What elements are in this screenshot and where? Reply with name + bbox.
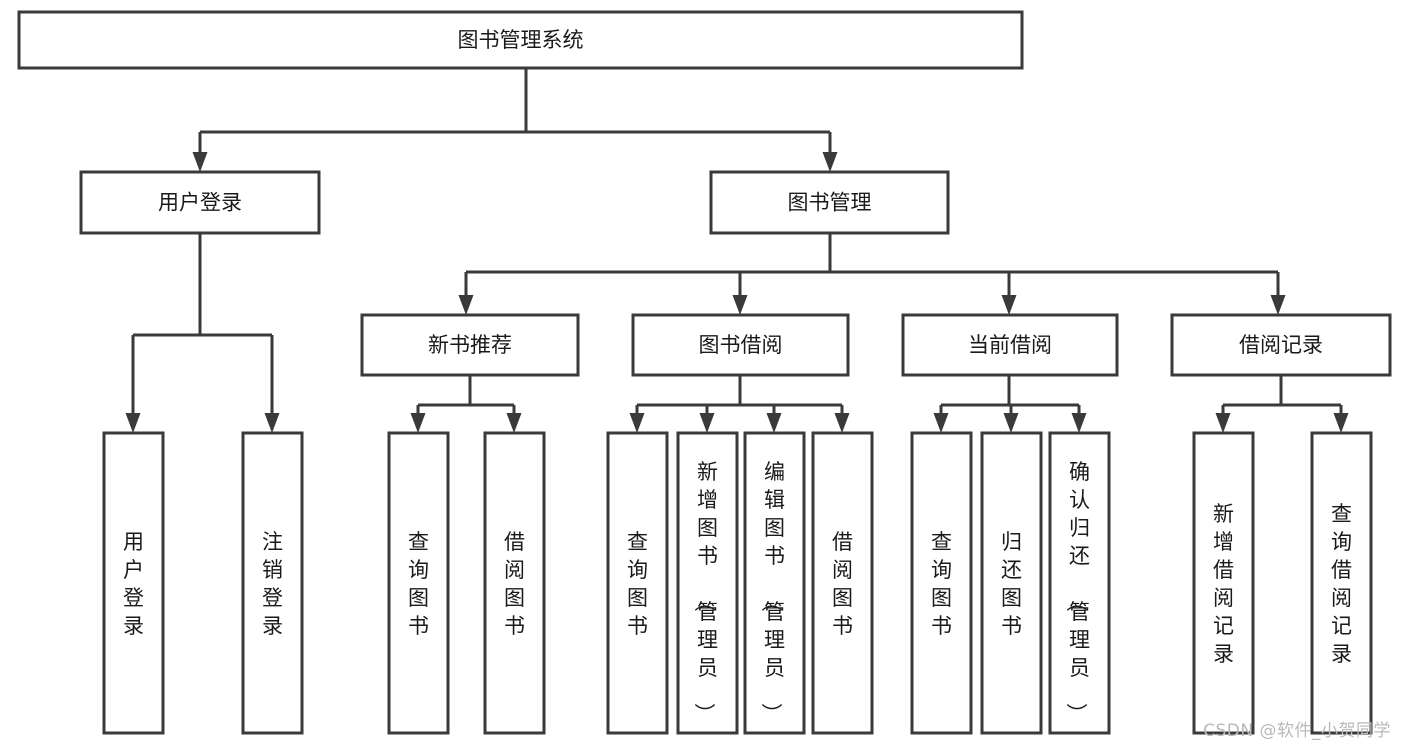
connector-group xyxy=(1215,375,1349,433)
node-box[interactable] xyxy=(676,431,739,735)
node-label: 新增图书（管理员） xyxy=(692,460,718,724)
connector-group xyxy=(192,68,838,172)
node-box[interactable] xyxy=(1192,431,1255,735)
node-leaf-query-book-rec[interactable]: 查询图书 xyxy=(387,431,450,735)
node-box[interactable] xyxy=(17,10,1024,70)
node-label: 图书借阅 xyxy=(699,333,783,357)
arrow-head-icon xyxy=(458,295,474,315)
node-label: 借阅图书 xyxy=(832,530,853,638)
node-box[interactable] xyxy=(241,431,304,735)
node-box[interactable] xyxy=(606,431,669,735)
node-leaf-query-record[interactable]: 查询借阅记录 xyxy=(1310,431,1373,735)
connector-group xyxy=(458,233,1286,315)
connector-group xyxy=(629,375,850,433)
node-label: 查询图书 xyxy=(408,530,429,638)
arrow-head-icon xyxy=(1001,295,1017,315)
node-label: 图书管理系统 xyxy=(458,28,584,52)
node-label: 注销登录 xyxy=(262,530,283,638)
node-box[interactable] xyxy=(811,431,874,735)
arrow-head-icon xyxy=(1071,413,1087,433)
arrow-head-icon xyxy=(506,413,522,433)
node-label: 编辑图书（管理员） xyxy=(759,460,785,724)
node-box[interactable] xyxy=(360,313,580,377)
node-leaf-return-book[interactable]: 归还图书 xyxy=(980,431,1043,735)
csdn-watermark: CSDN @软件_小贺同学 xyxy=(1203,721,1391,741)
node-box[interactable] xyxy=(1048,431,1111,735)
arrow-head-icon xyxy=(410,413,426,433)
arrow-head-icon xyxy=(1333,413,1349,433)
node-borrow-record[interactable]: 借阅记录 xyxy=(1170,313,1392,377)
node-box[interactable] xyxy=(1170,313,1392,377)
arrow-head-icon xyxy=(699,413,715,433)
node-book-borrow[interactable]: 图书借阅 xyxy=(631,313,850,377)
node-box[interactable] xyxy=(1310,431,1373,735)
connector-group xyxy=(125,233,280,433)
node-box[interactable] xyxy=(980,431,1043,735)
node-label: 用户登录 xyxy=(158,191,242,215)
node-leaf-borrow-book-rec[interactable]: 借阅图书 xyxy=(483,431,546,735)
node-new-book-rec[interactable]: 新书推荐 xyxy=(360,313,580,377)
node-box[interactable] xyxy=(79,170,321,235)
node-box[interactable] xyxy=(483,431,546,735)
arrow-head-icon xyxy=(1215,413,1231,433)
node-box[interactable] xyxy=(387,431,450,735)
node-label: 借阅图书 xyxy=(504,530,525,638)
node-box[interactable] xyxy=(631,313,850,377)
arrow-head-icon xyxy=(822,152,838,172)
connector-group xyxy=(410,375,522,433)
node-label: 确认归还（管理员） xyxy=(1064,460,1090,724)
node-leaf-user-login[interactable]: 用户登录 xyxy=(102,431,165,735)
arrow-head-icon xyxy=(732,295,748,315)
arrow-head-icon xyxy=(1270,295,1286,315)
nodes-layer: 图书管理系统用户登录图书管理新书推荐图书借阅当前借阅借阅记录用户登录注销登录查询… xyxy=(17,10,1392,735)
connector-group xyxy=(933,375,1087,433)
node-leaf-user-logout[interactable]: 注销登录 xyxy=(241,431,304,735)
node-label: 查询图书 xyxy=(627,530,648,638)
node-leaf-borrow-book[interactable]: 借阅图书 xyxy=(811,431,874,735)
node-label: 查询图书 xyxy=(931,530,952,638)
node-leaf-edit-book[interactable]: 编辑图书（管理员） xyxy=(743,431,806,735)
node-label: 用户登录 xyxy=(123,530,144,638)
node-box[interactable] xyxy=(901,313,1119,377)
node-box[interactable] xyxy=(102,431,165,735)
node-label: 新增借阅记录 xyxy=(1213,502,1234,666)
node-user-login[interactable]: 用户登录 xyxy=(79,170,321,235)
arrow-head-icon xyxy=(1003,413,1019,433)
arrow-head-icon xyxy=(629,413,645,433)
node-leaf-add-record[interactable]: 新增借阅记录 xyxy=(1192,431,1255,735)
node-leaf-query-book-cur[interactable]: 查询图书 xyxy=(910,431,973,735)
node-book-manage[interactable]: 图书管理 xyxy=(709,170,950,235)
connectors-layer xyxy=(125,68,1349,433)
arrow-head-icon xyxy=(125,413,141,433)
node-current-borrow[interactable]: 当前借阅 xyxy=(901,313,1119,377)
node-box[interactable] xyxy=(743,431,806,735)
arrow-head-icon xyxy=(933,413,949,433)
node-label: 借阅记录 xyxy=(1239,333,1323,357)
node-label: 归还图书 xyxy=(1001,530,1022,638)
node-box[interactable] xyxy=(910,431,973,735)
node-root[interactable]: 图书管理系统 xyxy=(17,10,1024,70)
node-label: 新书推荐 xyxy=(428,333,512,357)
node-leaf-add-book[interactable]: 新增图书（管理员） xyxy=(676,431,739,735)
node-label: 当前借阅 xyxy=(968,333,1052,357)
node-label: 图书管理 xyxy=(788,191,872,215)
arrow-head-icon xyxy=(264,413,280,433)
node-box[interactable] xyxy=(709,170,950,235)
node-leaf-query-book[interactable]: 查询图书 xyxy=(606,431,669,735)
node-leaf-confirm-return[interactable]: 确认归还（管理员） xyxy=(1048,431,1111,735)
node-label: 查询借阅记录 xyxy=(1331,502,1352,666)
arrow-head-icon xyxy=(834,413,850,433)
arrow-head-icon xyxy=(192,152,208,172)
arrow-head-icon xyxy=(766,413,782,433)
